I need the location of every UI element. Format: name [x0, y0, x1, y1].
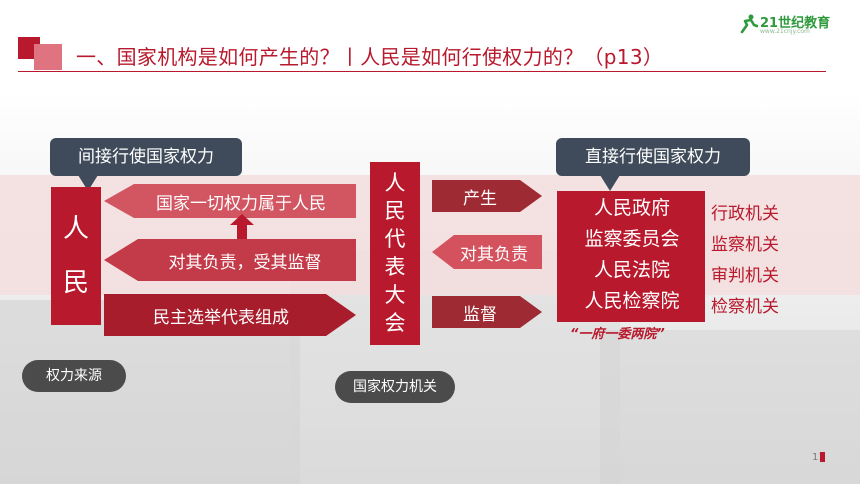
- arrow-label: 监督: [463, 304, 497, 325]
- callout-indirect-text: 间接行使国家权力: [78, 147, 214, 167]
- arrow-responsible: 对其负责: [432, 235, 542, 269]
- people-char: 民: [62, 268, 89, 298]
- power-source-pill: 权力来源: [22, 360, 126, 392]
- npc-char: 大: [384, 283, 406, 307]
- callout-tail: [600, 175, 620, 191]
- state-power-organ-pill: 国家权力机关: [335, 371, 455, 403]
- npc-char: 民: [384, 199, 406, 223]
- people-char: 人: [62, 214, 89, 244]
- slide-title: 一、国家机构是如何产生的？丨人民是如何行使权力的？（p13）: [76, 45, 664, 69]
- up-arrow-icon: [230, 214, 254, 245]
- organ-item: 人民政府: [593, 197, 670, 219]
- organ-item: 监察委员会: [584, 228, 680, 250]
- pill-label: 权力来源: [46, 368, 102, 384]
- arrow-label: 产生: [463, 188, 497, 209]
- page-number: 11: [812, 452, 825, 463]
- header-divider: [18, 71, 826, 72]
- pill-label: 国家权力机关: [353, 379, 437, 395]
- logo-text: 21世纪教育: [760, 16, 831, 31]
- arrow-label: 对其负责，受其监督: [168, 252, 322, 273]
- header-accent-square: [34, 44, 62, 70]
- organ-type-item: 检察机关: [711, 297, 779, 317]
- people-box: 人 民: [51, 187, 101, 325]
- organ-type-item: 审判机关: [711, 266, 779, 286]
- runner-icon: [740, 14, 758, 34]
- npc-char: 表: [384, 255, 406, 279]
- arrow-supervise: 监督: [432, 296, 542, 328]
- npc-char: 会: [384, 311, 406, 335]
- page-number-bar: [820, 452, 825, 462]
- organ-type-item: 监察机关: [711, 235, 779, 255]
- arrow-label: 对其负责: [460, 244, 528, 265]
- npc-box: 人 民 代 表 大 会: [370, 162, 420, 345]
- callout-direct-text: 直接行使国家权力: [585, 147, 721, 167]
- logo: 21世纪教育 www.21cnjy.com: [738, 12, 848, 38]
- state-organs-list: 人民政府 监察委员会 人民法院 人民检察院: [567, 193, 697, 317]
- arrow-responsible-supervised: 对其负责，受其监督: [104, 239, 356, 281]
- arrow-all-power-to-people: 国家一切权力属于人民: [104, 184, 356, 218]
- organ-type-item: 行政机关: [711, 204, 779, 224]
- arrow-produce: 产生: [432, 180, 542, 212]
- organ-item: 人民检察院: [584, 290, 680, 312]
- callout-direct: 直接行使国家权力: [556, 138, 750, 176]
- npc-char: 人: [384, 171, 406, 195]
- arrow-label: 国家一切权力属于人民: [156, 193, 326, 214]
- organ-type-list: 行政机关 监察机关 审判机关 检察机关: [711, 199, 779, 323]
- state-organs-box: [557, 191, 705, 322]
- arrow-label: 民主选举代表组成: [153, 307, 289, 328]
- background-building: [600, 330, 860, 484]
- one-government-label: “一府一委两院”: [570, 327, 665, 342]
- callout-indirect: 间接行使国家权力: [50, 138, 242, 176]
- npc-char: 代: [384, 227, 406, 251]
- organ-item: 人民法院: [593, 259, 670, 281]
- logo-url: www.21cnjy.com: [760, 28, 810, 35]
- arrow-elect-representatives: 民主选举代表组成: [104, 294, 356, 336]
